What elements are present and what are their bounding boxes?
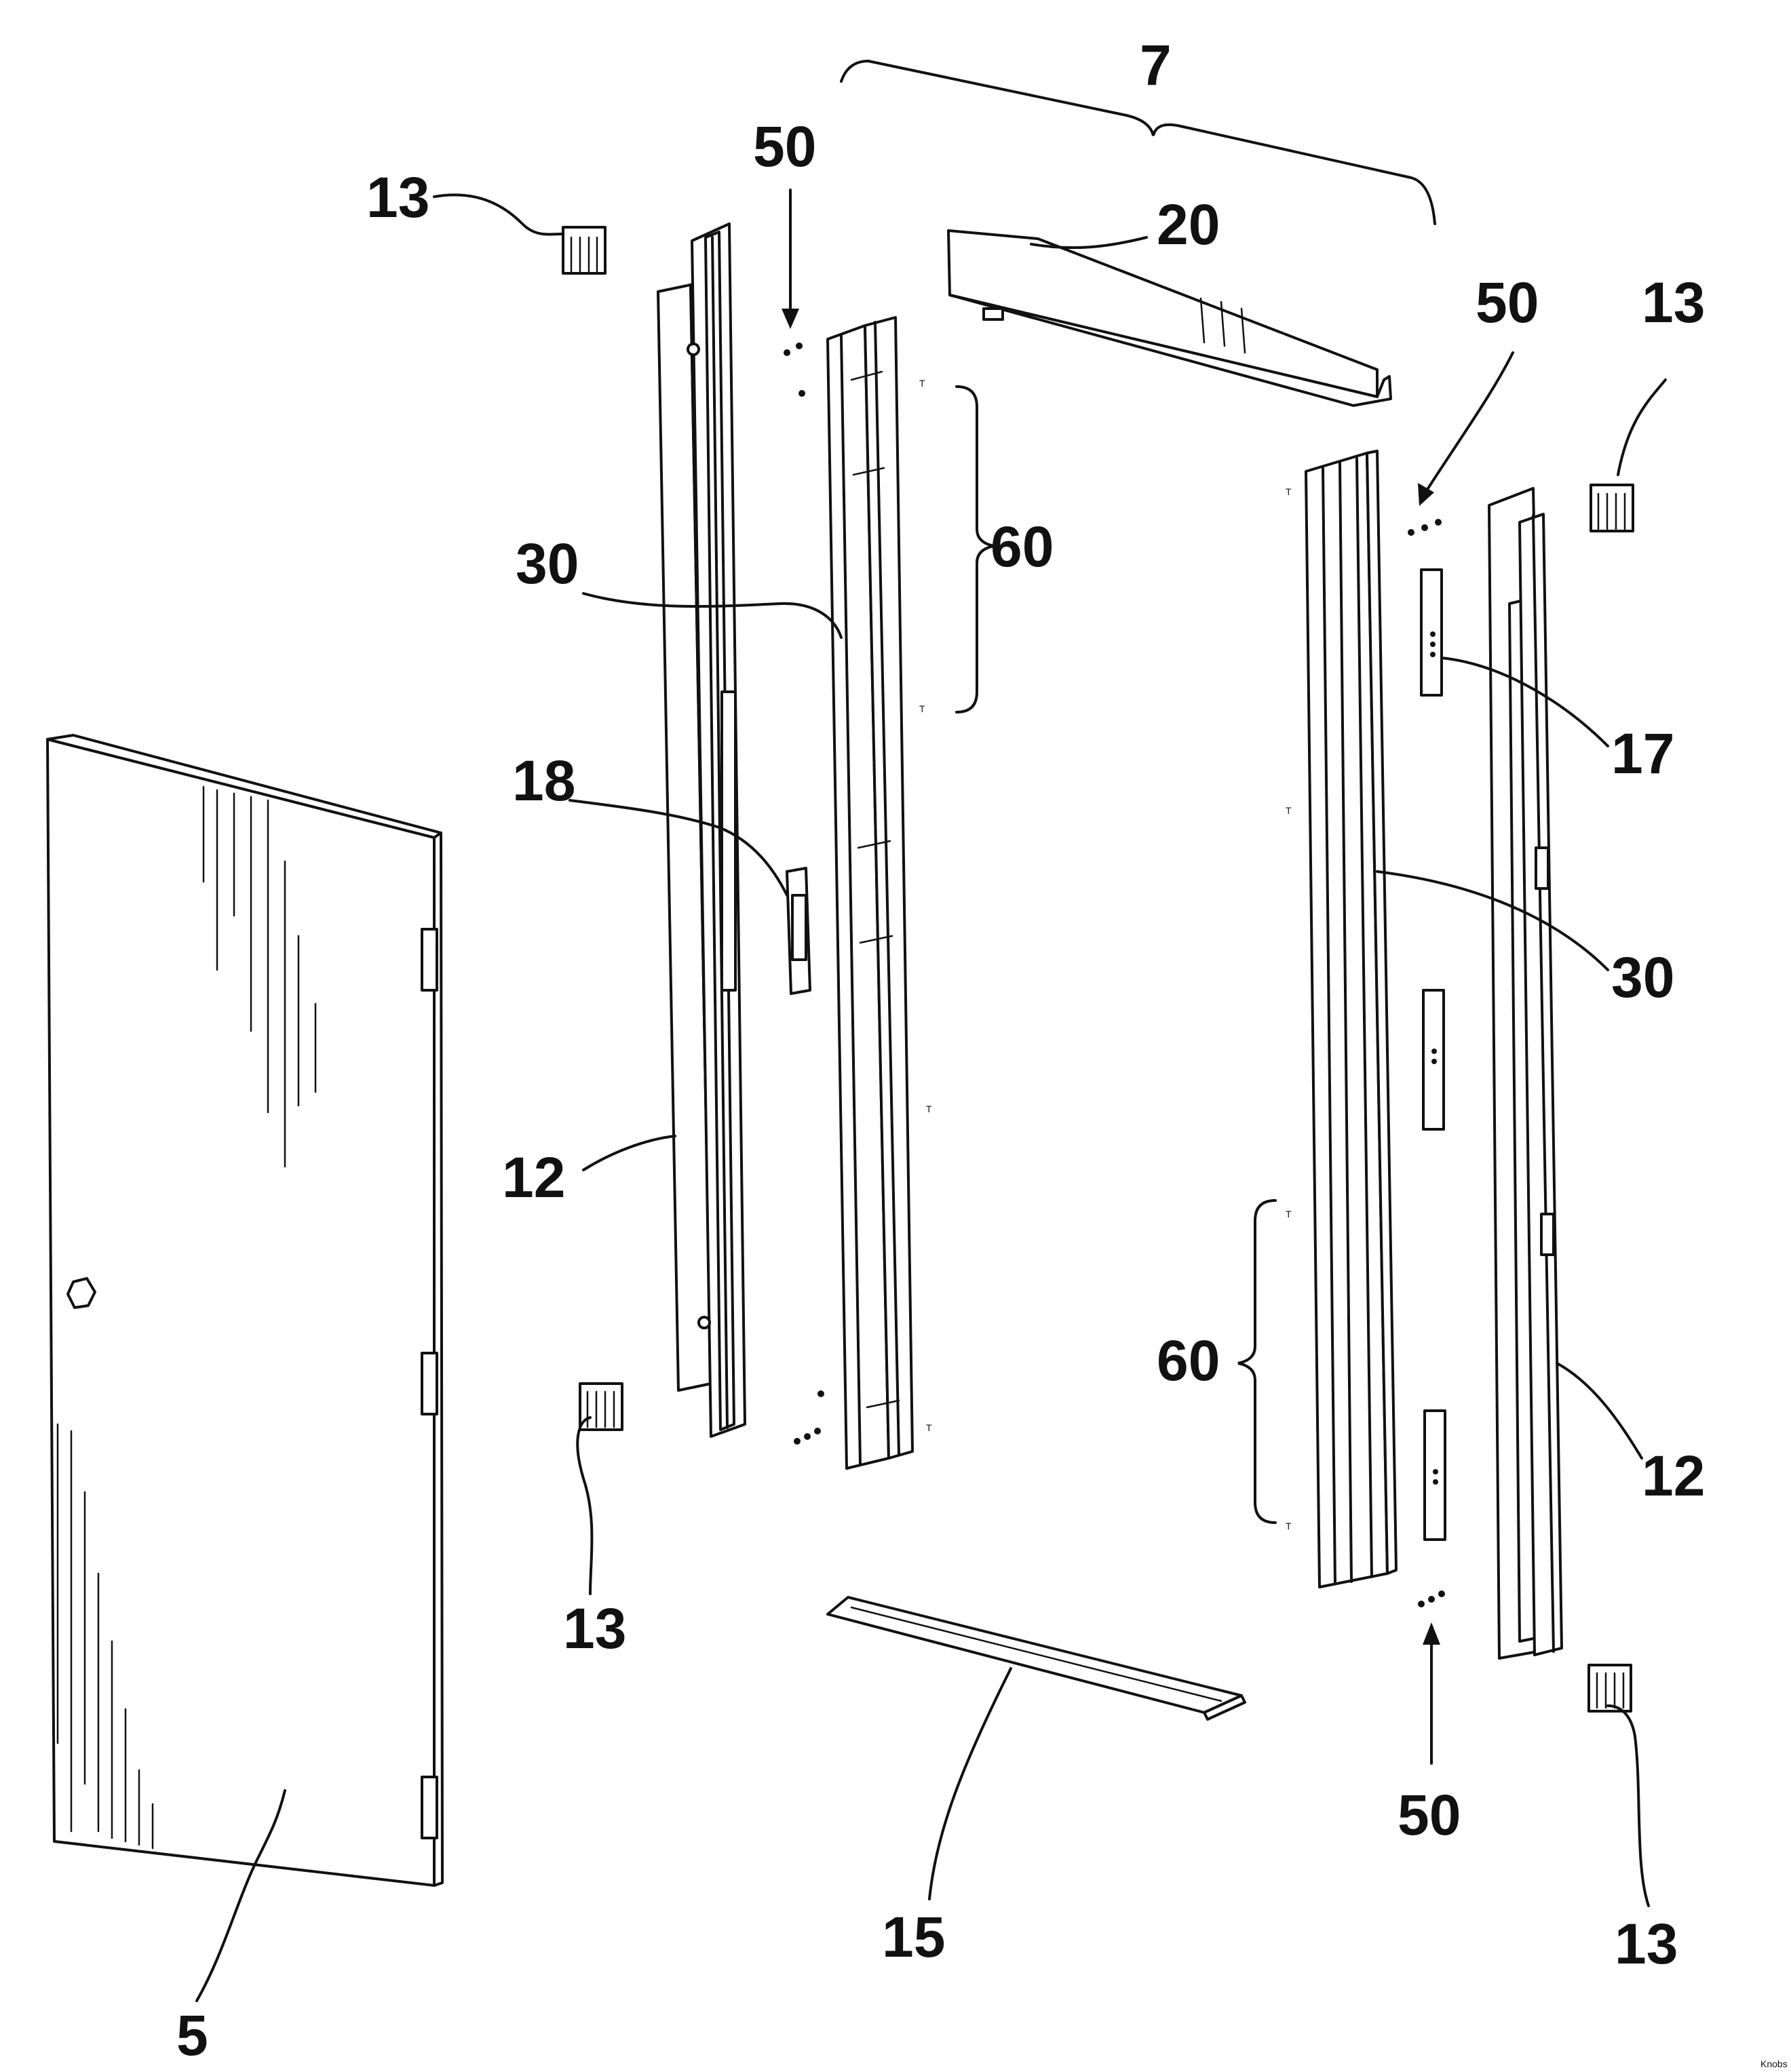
label-fastener-bottom-right: 50	[1398, 1783, 1461, 1847]
label-region-lower: 60	[1157, 1329, 1220, 1392]
reference-numerals: 7 13 50 20 50 13 60 30 18 17 30 12 60 12…	[176, 33, 1705, 2067]
hinge-brackets	[1420, 568, 1446, 1541]
right-mullion: T T T T	[1286, 450, 1398, 1588]
label-strike-plate: 18	[512, 749, 575, 813]
svg-text:T: T	[1286, 1521, 1292, 1531]
label-region-upper: 60	[990, 515, 1054, 579]
label-cap-bottom-right: 13	[1615, 1912, 1678, 1976]
svg-text:T: T	[926, 1103, 932, 1114]
head-rail	[947, 229, 1392, 407]
end-cap-top-left	[562, 226, 606, 275]
corner-text: Knobs	[1760, 2058, 1788, 2069]
sill	[826, 1596, 1246, 1721]
left-mullion: T T T T	[826, 316, 932, 1470]
label-mullion-right: 30	[1611, 945, 1674, 1009]
svg-text:T: T	[1286, 805, 1292, 816]
brace-60-upper	[955, 385, 995, 714]
label-cap-top-right: 13	[1642, 271, 1705, 334]
door-panel	[46, 734, 444, 1887]
svg-text:T: T	[926, 1422, 932, 1433]
label-hinge-bracket: 17	[1611, 722, 1674, 785]
brace-7	[840, 59, 1436, 225]
label-fastener-top-right: 50	[1476, 271, 1539, 334]
svg-text:T: T	[919, 378, 925, 389]
end-caps	[562, 226, 1634, 1713]
left-jamb	[657, 222, 746, 1438]
right-jamb	[1488, 487, 1563, 1660]
label-cap-top-left: 13	[366, 165, 429, 229]
end-cap-top-right	[1590, 484, 1634, 532]
label-jamb-right: 12	[1642, 1444, 1705, 1508]
label-cap-bottom-left: 13	[563, 1597, 626, 1660]
leader-lines	[195, 59, 1667, 2002]
label-head-rail: 20	[1157, 193, 1220, 256]
label-sill: 15	[882, 1905, 945, 1969]
label-mullion-left: 30	[516, 532, 579, 595]
label-frame-assembly: 7	[1140, 33, 1172, 97]
strike-plate	[786, 867, 811, 995]
label-door-panel: 5	[176, 2003, 208, 2067]
label-fastener-top-left: 50	[753, 115, 816, 178]
fasteners	[784, 343, 1445, 1607]
svg-text:T: T	[919, 703, 925, 714]
svg-text:T: T	[1286, 486, 1292, 497]
label-jamb-left: 12	[502, 1146, 565, 1209]
end-cap-bottom-left	[579, 1382, 623, 1431]
end-cap-bottom-right	[1587, 1664, 1632, 1713]
svg-text:T: T	[1286, 1209, 1292, 1219]
brace-60-lower	[1237, 1199, 1277, 1524]
